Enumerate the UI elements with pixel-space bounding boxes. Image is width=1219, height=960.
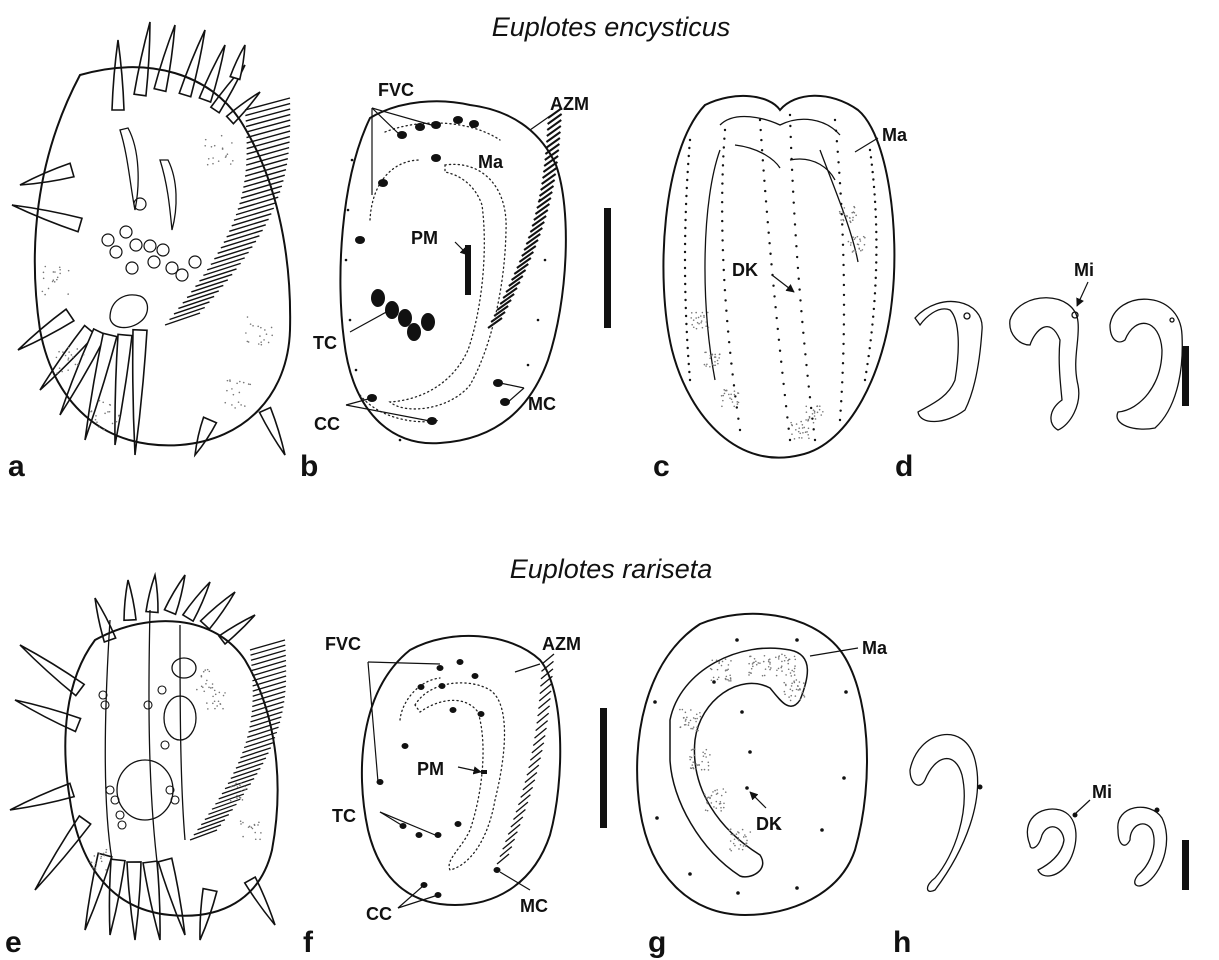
label-f-fvc: FVC [325,634,361,654]
panel-label-g: g [648,926,666,959]
panel-b-drawing [340,101,611,443]
label-b-tc: TC [313,333,337,353]
panel-label-b: b [300,450,318,483]
label-d-mi: Mi [1074,260,1094,280]
label-b-pm: PM [411,228,438,248]
label-b-mc: MC [528,394,556,414]
panel-h-drawing [910,735,1189,892]
panel-e-drawing [10,575,286,940]
label-f-cc: CC [366,904,392,924]
title-top: Euplotes encysticus [492,12,731,42]
label-h-mi: Mi [1092,782,1112,802]
panel-label-e: e [5,926,22,959]
label-f-tc: TC [332,806,356,826]
panel-d-drawing [915,282,1189,430]
label-b-cc: CC [314,414,340,434]
panel-label-d: d [895,450,913,483]
label-g-ma: Ma [862,638,888,658]
panel-label-c: c [653,450,670,483]
panel-label-h: h [893,926,911,959]
panel-a-drawing [12,22,290,455]
label-g-dk: DK [756,814,782,834]
label-b-fvc: FVC [378,80,414,100]
label-b-azm: AZM [550,94,589,114]
label-c-dk: DK [732,260,758,280]
panel-g-drawing [637,614,867,915]
label-f-pm: PM [417,759,444,779]
label-b-ma: Ma [478,152,504,172]
label-c-ma: Ma [882,125,908,145]
panel-label-f: f [303,926,314,959]
label-f-azm: AZM [542,634,581,654]
panel-c-drawing [663,96,894,458]
label-f-mc: MC [520,896,548,916]
panel-label-a: a [8,450,25,483]
panel-f-drawing [362,636,607,908]
title-bottom: Euplotes rariseta [510,554,713,584]
